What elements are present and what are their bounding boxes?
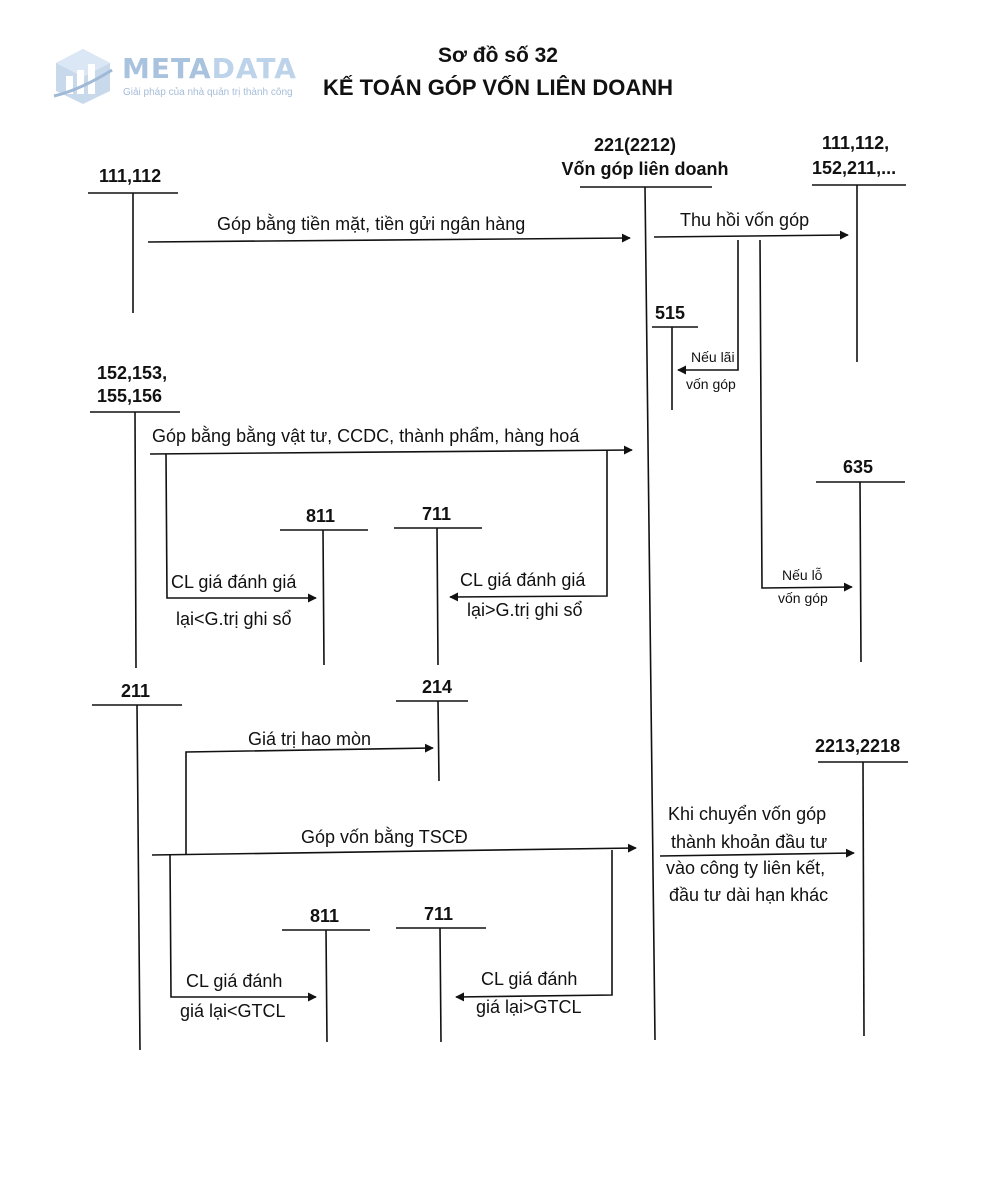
metadata-logo: METADATA Giải pháp của nhà quản trị thàn…	[50, 46, 310, 106]
logo-wordmark: METADATA	[122, 52, 297, 85]
acct-515: 515	[655, 303, 686, 323]
label-cl-gt-line2: lại>G.trị ghi sổ	[467, 600, 583, 620]
label-cl-gt-line1: CL giá đánh giá	[460, 570, 586, 590]
t-account-214	[396, 700, 468, 782]
label-cl-gtcl-gt-line2: giá lại>GTCL	[476, 997, 582, 1017]
label-chuyen-line2: thành khoản đầu tư	[671, 832, 828, 852]
label-cl-gtcl-lt-line1: CL giá đánh	[186, 971, 283, 991]
acct-711-top: 711	[422, 504, 452, 524]
acct-811-top: 811	[306, 506, 336, 526]
label-chuyen-line1: Khi chuyển vốn góp	[668, 804, 827, 824]
label-cl-lt-line2: lại<G.trị ghi sổ	[176, 609, 292, 629]
t-account-515	[652, 326, 698, 410]
t-account-811-bottom	[282, 929, 370, 1043]
label-gop-tien: Góp bằng tiền mặt, tiền gửi ngân hàng	[217, 214, 526, 234]
arrow-neu-lai	[677, 240, 739, 375]
t-account-111-112-right	[812, 184, 906, 362]
acct-221-code: 221(2212)	[593, 135, 677, 155]
arrow-cl-gtcl-gt	[455, 850, 613, 1002]
acct-211: 211	[121, 681, 151, 701]
t-account-152	[90, 411, 180, 669]
label-neu-lai-line2: vốn góp	[686, 376, 736, 392]
label-neu-lai-line1: Nếu lãi	[691, 349, 735, 365]
building-chart-icon	[53, 49, 113, 104]
acct-152-line1: 152,153,	[97, 363, 168, 383]
arrow-hao-mon	[185, 743, 434, 855]
t-account-635	[816, 481, 905, 663]
arrow-chuyen	[659, 848, 855, 858]
t-account-711-bottom	[396, 927, 486, 1043]
label-cl-gtcl-gt-line1: CL giá đánh	[481, 969, 578, 989]
acct-221-name: Vốn góp liên doanh	[561, 159, 729, 179]
label-neu-lo-line2: vốn góp	[778, 590, 828, 606]
arrow-gop-vat-tu	[149, 445, 633, 455]
t-account-711-top	[394, 527, 482, 666]
t-account-111-112-left	[88, 192, 178, 313]
acct-214: 214	[422, 677, 453, 697]
t-account-211	[92, 704, 182, 1051]
arrow-cl-gt-top	[449, 450, 608, 602]
acct-2213-2218: 2213,2218	[815, 736, 901, 756]
label-cl-lt-line1: CL giá đánh giá	[171, 572, 297, 592]
acct-711-bottom: 711	[424, 904, 454, 924]
arrow-thu-hoi	[653, 230, 849, 240]
arrow-gop-tien	[147, 233, 631, 243]
acct-111-112-left: 111,112	[99, 166, 162, 186]
arrow-cl-lt-top	[165, 453, 317, 603]
t-account-2213-2218	[818, 761, 908, 1037]
t-account-221	[580, 186, 712, 1041]
t-account-811-top	[280, 529, 368, 666]
arrow-neu-lo	[759, 239, 853, 592]
acct-111-112-right-line1: 111,112,	[822, 133, 890, 153]
arrow-cl-gtcl-lt	[169, 854, 317, 1002]
label-cl-gtcl-lt-line2: giá lại<GTCL	[180, 1001, 286, 1021]
acct-111-112-right-line2: 152,211,...	[812, 158, 897, 178]
acct-635: 635	[843, 457, 874, 477]
label-neu-lo-line1: Nếu lỗ	[782, 567, 823, 583]
label-hao-mon: Giá trị hao mòn	[248, 729, 372, 749]
acct-811-bottom: 811	[310, 906, 340, 926]
arrow-gop-tscd	[151, 843, 637, 856]
label-thu-hoi: Thu hồi vốn góp	[680, 210, 810, 230]
acct-152-line2: 155,156	[97, 386, 163, 406]
label-chuyen-line4: đầu tư dài hạn khác	[669, 885, 829, 905]
diagram-number: Sơ đồ số 32	[438, 44, 558, 67]
label-gop-vat-tu: Góp bằng bằng vật tư, CCDC, thành phẩm, …	[152, 426, 580, 446]
label-gop-tscd: Góp vốn bằng TSCĐ	[301, 827, 468, 847]
logo-tagline: Giải pháp của nhà quản trị thành công	[123, 87, 293, 98]
diagram-title: KẾ TOÁN GÓP VỐN LIÊN DOANH	[322, 75, 673, 100]
label-chuyen-line3: vào công ty liên kết,	[666, 858, 826, 878]
